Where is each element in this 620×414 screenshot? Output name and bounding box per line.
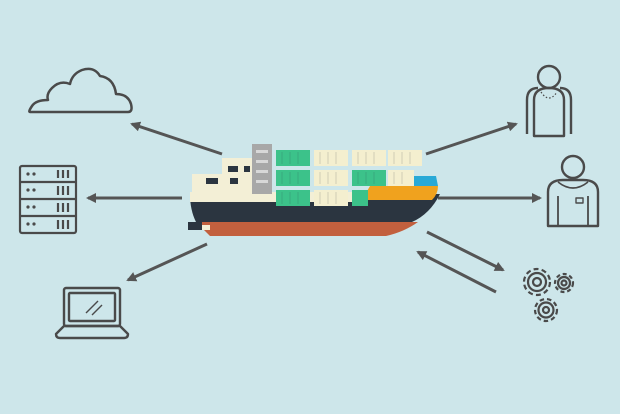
laptop-icon — [54, 286, 130, 340]
cloud-icon — [28, 67, 133, 114]
gears-icon — [522, 267, 575, 323]
user-icon — [525, 64, 573, 138]
arrows — [86, 121, 542, 294]
arrow-to-laptop — [126, 242, 208, 282]
user-badge-icon — [546, 154, 600, 228]
arrow-to-user-1 — [425, 121, 518, 156]
container-ship-icon — [188, 144, 440, 236]
arrow-to-cloud — [130, 121, 223, 156]
arrow-from-settings — [416, 250, 497, 294]
containers — [276, 150, 422, 206]
arrow-to-settings — [426, 230, 505, 272]
server-rack-icon — [18, 164, 78, 235]
